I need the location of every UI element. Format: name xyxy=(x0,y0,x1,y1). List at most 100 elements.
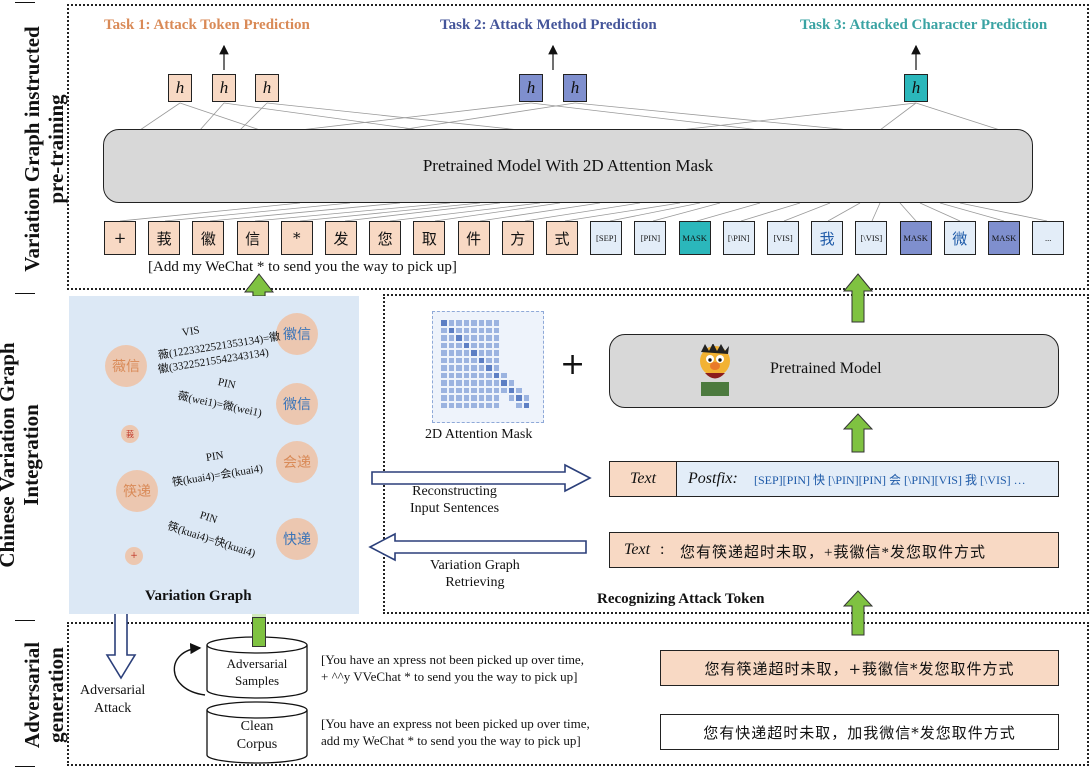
token-14: [\PIN] xyxy=(722,221,755,255)
mask-cell xyxy=(523,402,529,408)
mask-cell xyxy=(493,335,499,341)
mask-cell xyxy=(493,402,499,408)
mask-cell xyxy=(448,327,454,333)
mask-cell xyxy=(478,327,484,333)
mask-cell xyxy=(463,357,469,363)
mask-cell xyxy=(441,395,447,401)
token-10: 式 xyxy=(546,221,578,255)
mask-cell xyxy=(486,365,492,371)
mask-cell xyxy=(463,327,469,333)
text-line-colon: : xyxy=(660,541,665,558)
token-4: * xyxy=(280,221,313,255)
mask-cell xyxy=(501,372,507,378)
section-divider-1 xyxy=(15,293,35,294)
mask-cell xyxy=(456,365,462,371)
mask-cell xyxy=(441,320,447,326)
mask-cell xyxy=(448,342,454,348)
mask-cell xyxy=(441,380,447,386)
mask-cell xyxy=(478,365,484,371)
mask-cell xyxy=(441,387,447,393)
mask-cell xyxy=(448,335,454,341)
token-6: 您 xyxy=(369,221,402,255)
node-n6: 会递 xyxy=(276,441,318,483)
h-box-task1: h xyxy=(168,74,192,102)
mask-cell xyxy=(478,387,484,393)
mask-cell xyxy=(516,402,522,408)
adv-en-text: [You have an xpress not been picked up o… xyxy=(321,652,584,684)
token-8: 件 xyxy=(457,221,490,255)
mask-cell xyxy=(486,335,492,341)
mask-cell xyxy=(478,350,484,356)
h-box-task1: h xyxy=(212,74,236,102)
recognizing-title: Recognizing Attack Token xyxy=(597,591,765,607)
pretraining-frame xyxy=(67,4,1089,290)
token-21: ... xyxy=(1032,221,1065,255)
token-19: 微 xyxy=(943,221,976,255)
mask-cell xyxy=(463,387,469,393)
plus-sign: + xyxy=(560,347,586,382)
mask-cell xyxy=(493,380,499,386)
mask-cell xyxy=(456,350,462,356)
mask-cell xyxy=(486,350,492,356)
mask-cell xyxy=(471,357,477,363)
mask-cell xyxy=(471,387,477,393)
mask-cell xyxy=(463,342,469,348)
mask-cell xyxy=(516,387,522,393)
translation-text: [Add my WeChat * to send you the way to … xyxy=(148,259,457,275)
token-2: 徽 xyxy=(192,221,225,255)
mask-cell xyxy=(448,350,454,356)
token-12: [PIN] xyxy=(634,221,667,255)
mask-cell xyxy=(463,320,469,326)
mask-cell xyxy=(471,320,477,326)
pretrained-model-label: Pretrained Model xyxy=(770,360,882,377)
mask-cell xyxy=(456,320,462,326)
mask-cell xyxy=(441,372,447,378)
mask-cell xyxy=(478,320,484,326)
mask-cell xyxy=(441,327,447,333)
mask-cell xyxy=(523,395,529,401)
mask-cell xyxy=(471,327,477,333)
mask-cell xyxy=(441,357,447,363)
bert-icon xyxy=(695,343,735,396)
task1-title: Task 1: Attack Token Prediction xyxy=(104,17,310,33)
text-line-label: Text xyxy=(624,541,651,558)
mask-cell xyxy=(516,395,522,401)
token-15: [VIS] xyxy=(767,221,799,255)
mask-cell xyxy=(493,395,499,401)
mask-cell xyxy=(486,380,492,386)
adv-cn-box: 您有筷递超时未取，+莪徽信*发您取件方式 xyxy=(660,650,1059,686)
mask-cell xyxy=(471,395,477,401)
mask-cell xyxy=(478,335,484,341)
mask-cell xyxy=(456,357,462,363)
mask-cell xyxy=(456,395,462,401)
mask-cell xyxy=(456,327,462,333)
mask-cell xyxy=(493,327,499,333)
green-arrow-left-base xyxy=(252,617,266,647)
mask-cell xyxy=(486,320,492,326)
token-3: 信 xyxy=(236,221,269,255)
mask-cell xyxy=(486,395,492,401)
clean-en-text: [You have an express not been picked up … xyxy=(321,716,590,748)
task3-title: Task 3: Attacked Character Prediction xyxy=(800,17,1048,33)
attention-mask-grid xyxy=(432,311,544,423)
h-box-task2: h xyxy=(519,74,543,102)
mask-cell xyxy=(456,335,462,341)
postfix-seq: [SEP][PIN] 快 [\PIN][PIN] 会 [\PIN][VIS] 我… xyxy=(754,473,1026,487)
variation-graph-title: Variation Graph xyxy=(145,588,252,604)
node-n1-label: 薇信 xyxy=(112,359,140,375)
node-n3: 微信 xyxy=(276,383,318,425)
node-n4: 莪 xyxy=(121,425,139,443)
adversarial-attack-label: Adversarial Attack xyxy=(80,683,146,716)
section-divider-2 xyxy=(15,620,35,621)
mask-cell xyxy=(456,372,462,378)
mask-cell xyxy=(501,387,507,393)
mask-cell xyxy=(441,350,447,356)
node-n7: 快递 xyxy=(276,518,318,560)
section-divider-top xyxy=(15,2,35,3)
node-n5-label: 筷递 xyxy=(123,484,151,500)
pretrained-model-2d-mask: Pretrained Model With 2D Attention Mask xyxy=(103,129,1033,203)
mask-cell xyxy=(448,380,454,386)
h-box-task3: h xyxy=(904,74,928,102)
mask-cell xyxy=(493,357,499,363)
